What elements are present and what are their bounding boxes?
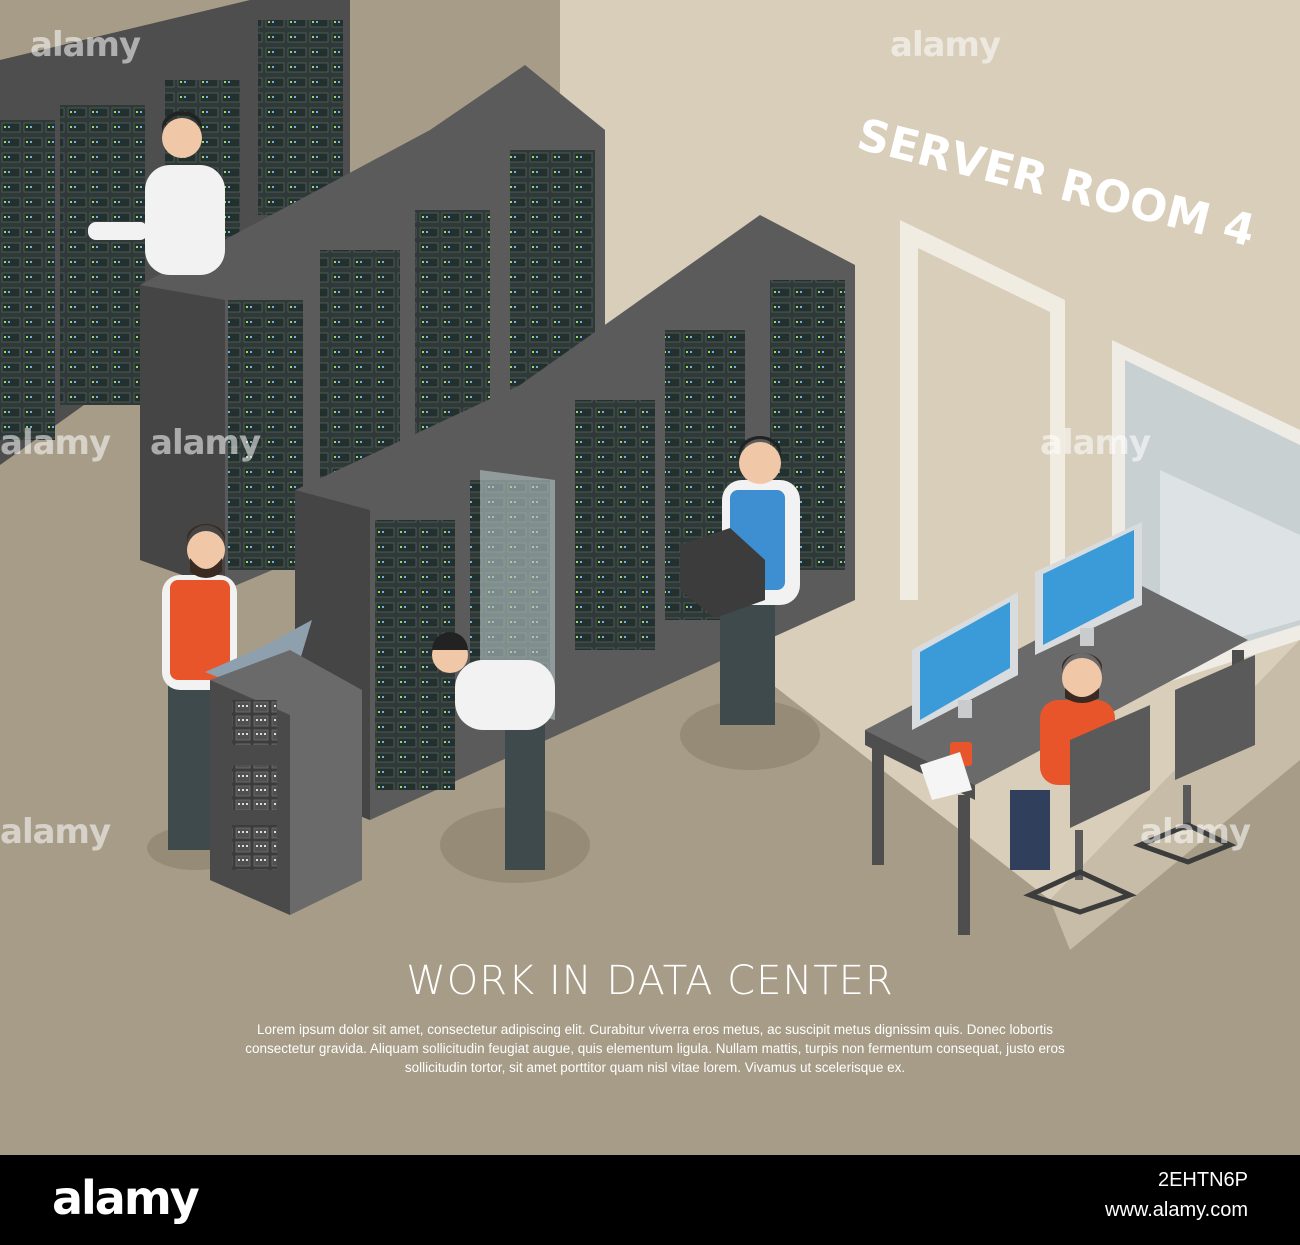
paper-sheet — [920, 752, 972, 800]
technician-back — [88, 111, 225, 275]
watermark: alamy — [890, 25, 1001, 65]
office-chair-right — [1133, 655, 1255, 865]
technician-bending — [432, 632, 590, 883]
data-center-illustration: SERVER ROOM 4 — [0, 0, 1300, 1155]
footer-bar: alamy 2EHTN6P www.alamy.com — [0, 1155, 1300, 1245]
monitor-left — [912, 592, 1018, 730]
server-cart — [210, 650, 362, 915]
watermark: alamy — [1040, 423, 1151, 463]
body-text: Lorem ipsum dolor sit amet, consectetur … — [245, 1022, 1065, 1075]
open-rack-door — [480, 470, 555, 720]
technician-walking — [680, 436, 820, 770]
headline: WORK IN DATA CENTER — [406, 958, 894, 1004]
office-chair-left — [1023, 705, 1150, 915]
watermark: alamy — [150, 423, 261, 463]
alamy-logo[interactable]: alamy — [52, 1171, 200, 1225]
watermark: alamy — [1140, 812, 1251, 852]
watermark: alamy — [0, 423, 111, 463]
door-frame — [900, 220, 1065, 725]
monitor-right — [1035, 522, 1142, 655]
watermark: alamy — [30, 25, 141, 65]
image-id: 2EHTN6P — [1157, 1169, 1248, 1191]
alamy-url[interactable]: www.alamy.com — [1105, 1199, 1248, 1221]
server-rack-row-middle — [140, 65, 605, 590]
watermark: alamy — [0, 812, 111, 852]
